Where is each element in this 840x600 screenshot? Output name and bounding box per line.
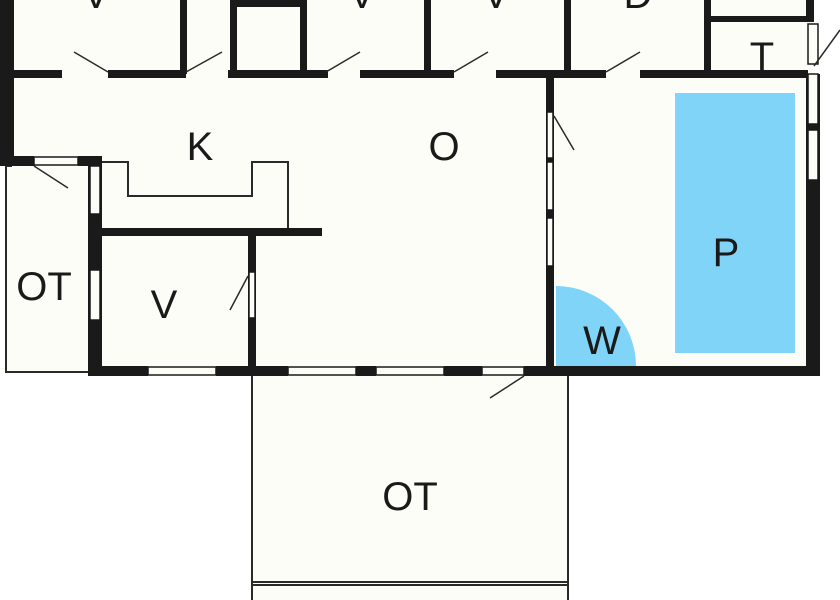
window-right-1 bbox=[807, 73, 819, 125]
wall-bottom-1 bbox=[88, 366, 148, 376]
wall-top-row-6 bbox=[640, 70, 808, 78]
wall-bottom-5 bbox=[524, 366, 820, 376]
wall-bottom-3 bbox=[356, 366, 376, 376]
window-left-2 bbox=[89, 269, 101, 321]
label-pool: P bbox=[713, 231, 740, 275]
door-swing-8 bbox=[33, 165, 69, 189]
door-swing-7 bbox=[553, 115, 575, 151]
label-living: O bbox=[428, 125, 459, 169]
window-bottom-2 bbox=[287, 366, 357, 376]
label-kitchen: K bbox=[187, 125, 214, 169]
label-bottom-terrace: OT bbox=[382, 475, 438, 519]
door-left-terrace bbox=[33, 156, 79, 166]
wall-divider-3 bbox=[424, 0, 431, 74]
wall-divider-4 bbox=[564, 0, 571, 74]
wall-chimney-right bbox=[300, 0, 307, 74]
wall-chimney-left bbox=[230, 0, 237, 74]
label-whirlpool: W bbox=[583, 319, 621, 363]
window-bottom-3 bbox=[375, 366, 445, 376]
left-terrace-floor bbox=[6, 164, 98, 374]
door-pool-1 bbox=[546, 111, 554, 159]
label-top-bed-2: V bbox=[349, 0, 376, 17]
wall-top-row-4 bbox=[360, 70, 454, 78]
door-bedroom bbox=[248, 271, 256, 319]
label-top-bath: D bbox=[624, 0, 653, 17]
terrace-outlines bbox=[5, 165, 569, 600]
pool-basin bbox=[673, 91, 797, 355]
wall-divider-5 bbox=[704, 0, 711, 74]
door-pool-3 bbox=[546, 217, 554, 267]
bottom-terrace-floor bbox=[252, 374, 568, 600]
door-swing-2 bbox=[185, 51, 223, 73]
wall-toilet-top bbox=[708, 16, 812, 22]
door-pool-2 bbox=[546, 161, 554, 211]
wall-top-row-2 bbox=[108, 70, 186, 78]
door-swing-5 bbox=[605, 51, 641, 73]
wall-left-mid-top bbox=[0, 156, 34, 166]
wall-bedroom-top bbox=[96, 228, 322, 236]
top-rooms-floor bbox=[12, 0, 812, 74]
door-swing-9 bbox=[229, 275, 249, 311]
label-bedroom: V bbox=[151, 283, 178, 327]
door-swing-3 bbox=[325, 51, 361, 73]
kitchen-counter bbox=[102, 161, 289, 228]
wall-top-row-3 bbox=[228, 70, 328, 78]
label-top-bed-3: V bbox=[483, 0, 510, 17]
wall-right-upper bbox=[806, 0, 814, 22]
room-labels: V V V D T K O OT V P W OT bbox=[16, 0, 774, 519]
openings bbox=[33, 23, 819, 376]
door-bottom bbox=[481, 366, 525, 376]
door-swings bbox=[33, 29, 840, 399]
label-toilet: T bbox=[750, 35, 774, 79]
window-bottom-1 bbox=[147, 366, 217, 376]
wall-chimney-top bbox=[230, 0, 306, 7]
door-swing-4 bbox=[453, 51, 489, 73]
window-right-2 bbox=[807, 129, 819, 181]
wall-top-row bbox=[0, 70, 62, 78]
label-left-terrace: OT bbox=[16, 265, 72, 309]
door-swing-1 bbox=[73, 51, 109, 73]
window-left-1 bbox=[89, 165, 101, 215]
window-right-top bbox=[807, 23, 819, 65]
wall-bottom-4 bbox=[444, 366, 482, 376]
door-swing-10 bbox=[489, 375, 525, 399]
door-swing-6 bbox=[813, 29, 840, 67]
wall-divider-1 bbox=[180, 0, 187, 74]
label-top-bed-1: V bbox=[83, 0, 110, 17]
wall-left-upper bbox=[0, 0, 14, 166]
whirlpool-tub bbox=[556, 286, 636, 366]
